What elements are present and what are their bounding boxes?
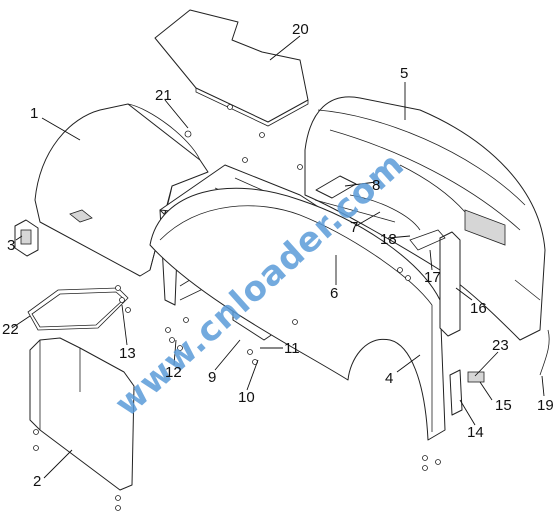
callout-21: 21 bbox=[155, 87, 172, 104]
callout-23: 23 bbox=[492, 337, 509, 354]
callout-12: 12 bbox=[165, 364, 182, 381]
part-2-side-door bbox=[29, 337, 135, 491]
part-14-latch-plate bbox=[449, 369, 463, 416]
callout-16: 16 bbox=[470, 300, 487, 317]
callout-5: 5 bbox=[400, 65, 408, 82]
part-8-bracket bbox=[315, 175, 357, 199]
part-15-lock bbox=[467, 371, 485, 383]
callout-14: 14 bbox=[467, 424, 484, 441]
callout-20: 20 bbox=[292, 21, 309, 38]
part-18-rod bbox=[349, 194, 421, 231]
callout-15: 15 bbox=[495, 397, 512, 414]
callout-4: 4 bbox=[385, 370, 393, 387]
part-16-support bbox=[439, 231, 461, 337]
callout-8: 8 bbox=[372, 177, 380, 194]
callout-18: 18 bbox=[380, 231, 397, 248]
callout-6: 6 bbox=[330, 285, 338, 302]
callout-10: 10 bbox=[238, 389, 255, 406]
part-7-rod bbox=[314, 199, 396, 223]
part-4-fender bbox=[149, 187, 446, 441]
callout-13: 13 bbox=[119, 345, 136, 362]
callout-3: 3 bbox=[7, 237, 15, 254]
callout-9: 9 bbox=[208, 369, 216, 386]
leader-lines bbox=[11, 35, 545, 479]
callout-17: 17 bbox=[424, 269, 441, 286]
callout-11: 11 bbox=[284, 340, 300, 357]
part-17-plate bbox=[409, 229, 446, 251]
part-19-cable bbox=[539, 329, 550, 376]
callout-19: 19 bbox=[537, 397, 554, 414]
callout-1: 1 bbox=[30, 105, 38, 122]
callout-labels: 1 2 3 4 5 6 7 8 9 10 11 12 13 14 15 16 1… bbox=[2, 21, 554, 490]
callout-2: 2 bbox=[33, 473, 41, 490]
hardware-bolts bbox=[33, 104, 441, 511]
part-22-seal-frame bbox=[27, 287, 129, 331]
callout-22: 22 bbox=[2, 321, 19, 338]
part-5-rear-cover bbox=[304, 96, 546, 341]
callout-7: 7 bbox=[350, 219, 358, 236]
